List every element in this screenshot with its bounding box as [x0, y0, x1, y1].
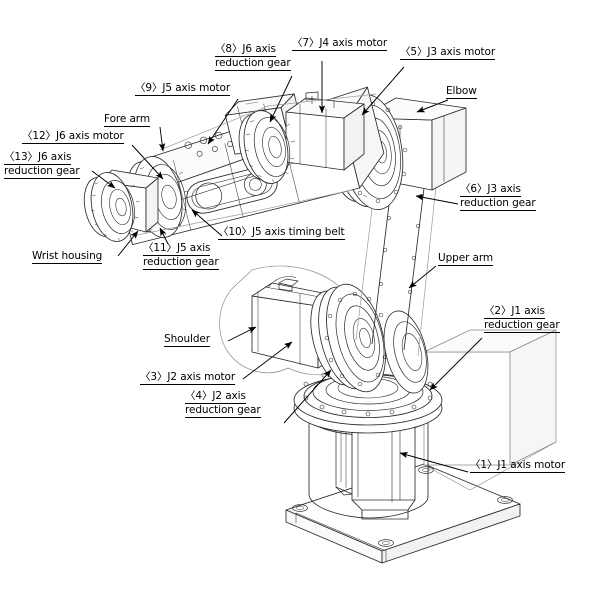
- leader-8: [269, 75, 293, 123]
- leader-1: [399, 451, 469, 473]
- callout-5-line-1: 〈5〉J3 axis motor: [400, 46, 496, 60]
- callout-label-11: 〈11〉J5 axis reduction gear: [143, 242, 219, 270]
- callout-2-line-2: reduction gear: [484, 319, 560, 333]
- callout-13-line-1: 〈13〉J6 axis: [4, 151, 72, 165]
- leader-upper-arm: [408, 265, 437, 289]
- robot-base-assembly: [285, 329, 557, 564]
- leader-4: [283, 369, 332, 424]
- callout-label-2: 〈2〉J1 axis reduction gear: [484, 305, 560, 333]
- callout-8-line-2: reduction gear: [215, 57, 291, 71]
- callout-label-13: 〈13〉J6 axis reduction gear: [4, 151, 80, 179]
- callout-label-8: 〈8〉J6 axis reduction gear: [215, 43, 291, 71]
- callout-label-3: 〈3〉J2 axis motor: [140, 371, 235, 385]
- leader-12: [131, 144, 164, 180]
- part-label-fore-arm: Fore arm: [104, 113, 150, 127]
- wrist-housing-label-text: Wrist housing: [32, 250, 103, 264]
- part-label-shoulder: Shoulder: [164, 333, 210, 347]
- callout-4-line-2: reduction gear: [185, 404, 261, 418]
- callout-label-12: 〈12〉J6 axis motor: [22, 130, 124, 144]
- part-label-upper-arm: Upper arm: [438, 252, 493, 266]
- leader-shoulder: [227, 326, 257, 342]
- callout-label-1: 〈1〉J1 axis motor: [470, 459, 565, 473]
- callout-label-7: 〈7〉J4 axis motor: [292, 37, 387, 51]
- leader-3: [242, 341, 293, 380]
- j4-axis-motor-body: [285, 91, 365, 171]
- part-label-elbow: Elbow: [446, 85, 477, 99]
- callout-6-line-1: 〈6〉J3 axis: [460, 183, 521, 197]
- leader-5: [361, 66, 405, 116]
- leader-6: [415, 194, 459, 205]
- fore-arm-label-text: Fore arm: [104, 113, 150, 127]
- callout-4-line-1: 〈4〉J2 axis: [185, 390, 246, 404]
- callout-7-line-1: 〈7〉J4 axis motor: [292, 37, 388, 51]
- leader-wrist-housing: [117, 230, 139, 257]
- callout-3-line-1: 〈3〉J2 axis motor: [140, 371, 236, 385]
- leader-fore-arm: [158, 126, 166, 152]
- callout-1-line-1: 〈1〉J1 axis motor: [470, 459, 566, 473]
- fore-arm-ghost-outline: [131, 93, 377, 237]
- callout-label-6: 〈6〉J3 axis reduction gear: [460, 183, 536, 211]
- callout-10-line-1: 〈10〉J5 axis timing belt: [218, 226, 345, 240]
- leader-2: [429, 337, 483, 391]
- callout-8-line-1: 〈8〉J6 axis: [215, 43, 276, 57]
- part-label-wrist-housing: Wrist housing: [32, 250, 102, 264]
- base-mounting-plate: [285, 463, 521, 564]
- leader-13: [91, 170, 116, 189]
- base-rear-housing: [423, 329, 557, 491]
- j6-reduction-gear-end: [83, 172, 140, 242]
- j6-reduction-gear-mid: [238, 110, 296, 184]
- upper-arm-label-text: Upper arm: [438, 252, 494, 266]
- callout-9-line-1: 〈9〉J5 axis motor: [135, 82, 231, 96]
- shoulder-assembly: [219, 265, 429, 394]
- callout-label-10: 〈10〉J5 axis timing belt: [218, 226, 345, 240]
- callout-11-line-1: 〈11〉J5 axis: [143, 242, 211, 256]
- callout-label-9: 〈9〉J5 axis motor: [135, 82, 230, 96]
- elbow-label-text: Elbow: [446, 85, 477, 99]
- callout-label-5: 〈5〉J3 axis motor: [400, 46, 495, 60]
- leader-elbow: [416, 99, 449, 113]
- leader-9: [207, 98, 239, 145]
- callout-6-line-2: reduction gear: [460, 197, 536, 211]
- callout-label-4: 〈4〉J2 axis reduction gear: [185, 390, 261, 418]
- fore-arm-assembly: [83, 86, 385, 246]
- callout-11-line-2: reduction gear: [143, 256, 219, 270]
- shoulder-label-text: Shoulder: [164, 333, 210, 347]
- callout-2-line-1: 〈2〉J1 axis: [484, 305, 545, 319]
- leader-11: [159, 227, 169, 245]
- callout-leader-lines: [91, 61, 483, 473]
- j2-outer-flange: [383, 310, 429, 394]
- leader-10: [191, 209, 223, 237]
- callout-12-line-1: 〈12〉J6 axis motor: [22, 130, 124, 144]
- callout-13-line-2: reduction gear: [4, 165, 80, 179]
